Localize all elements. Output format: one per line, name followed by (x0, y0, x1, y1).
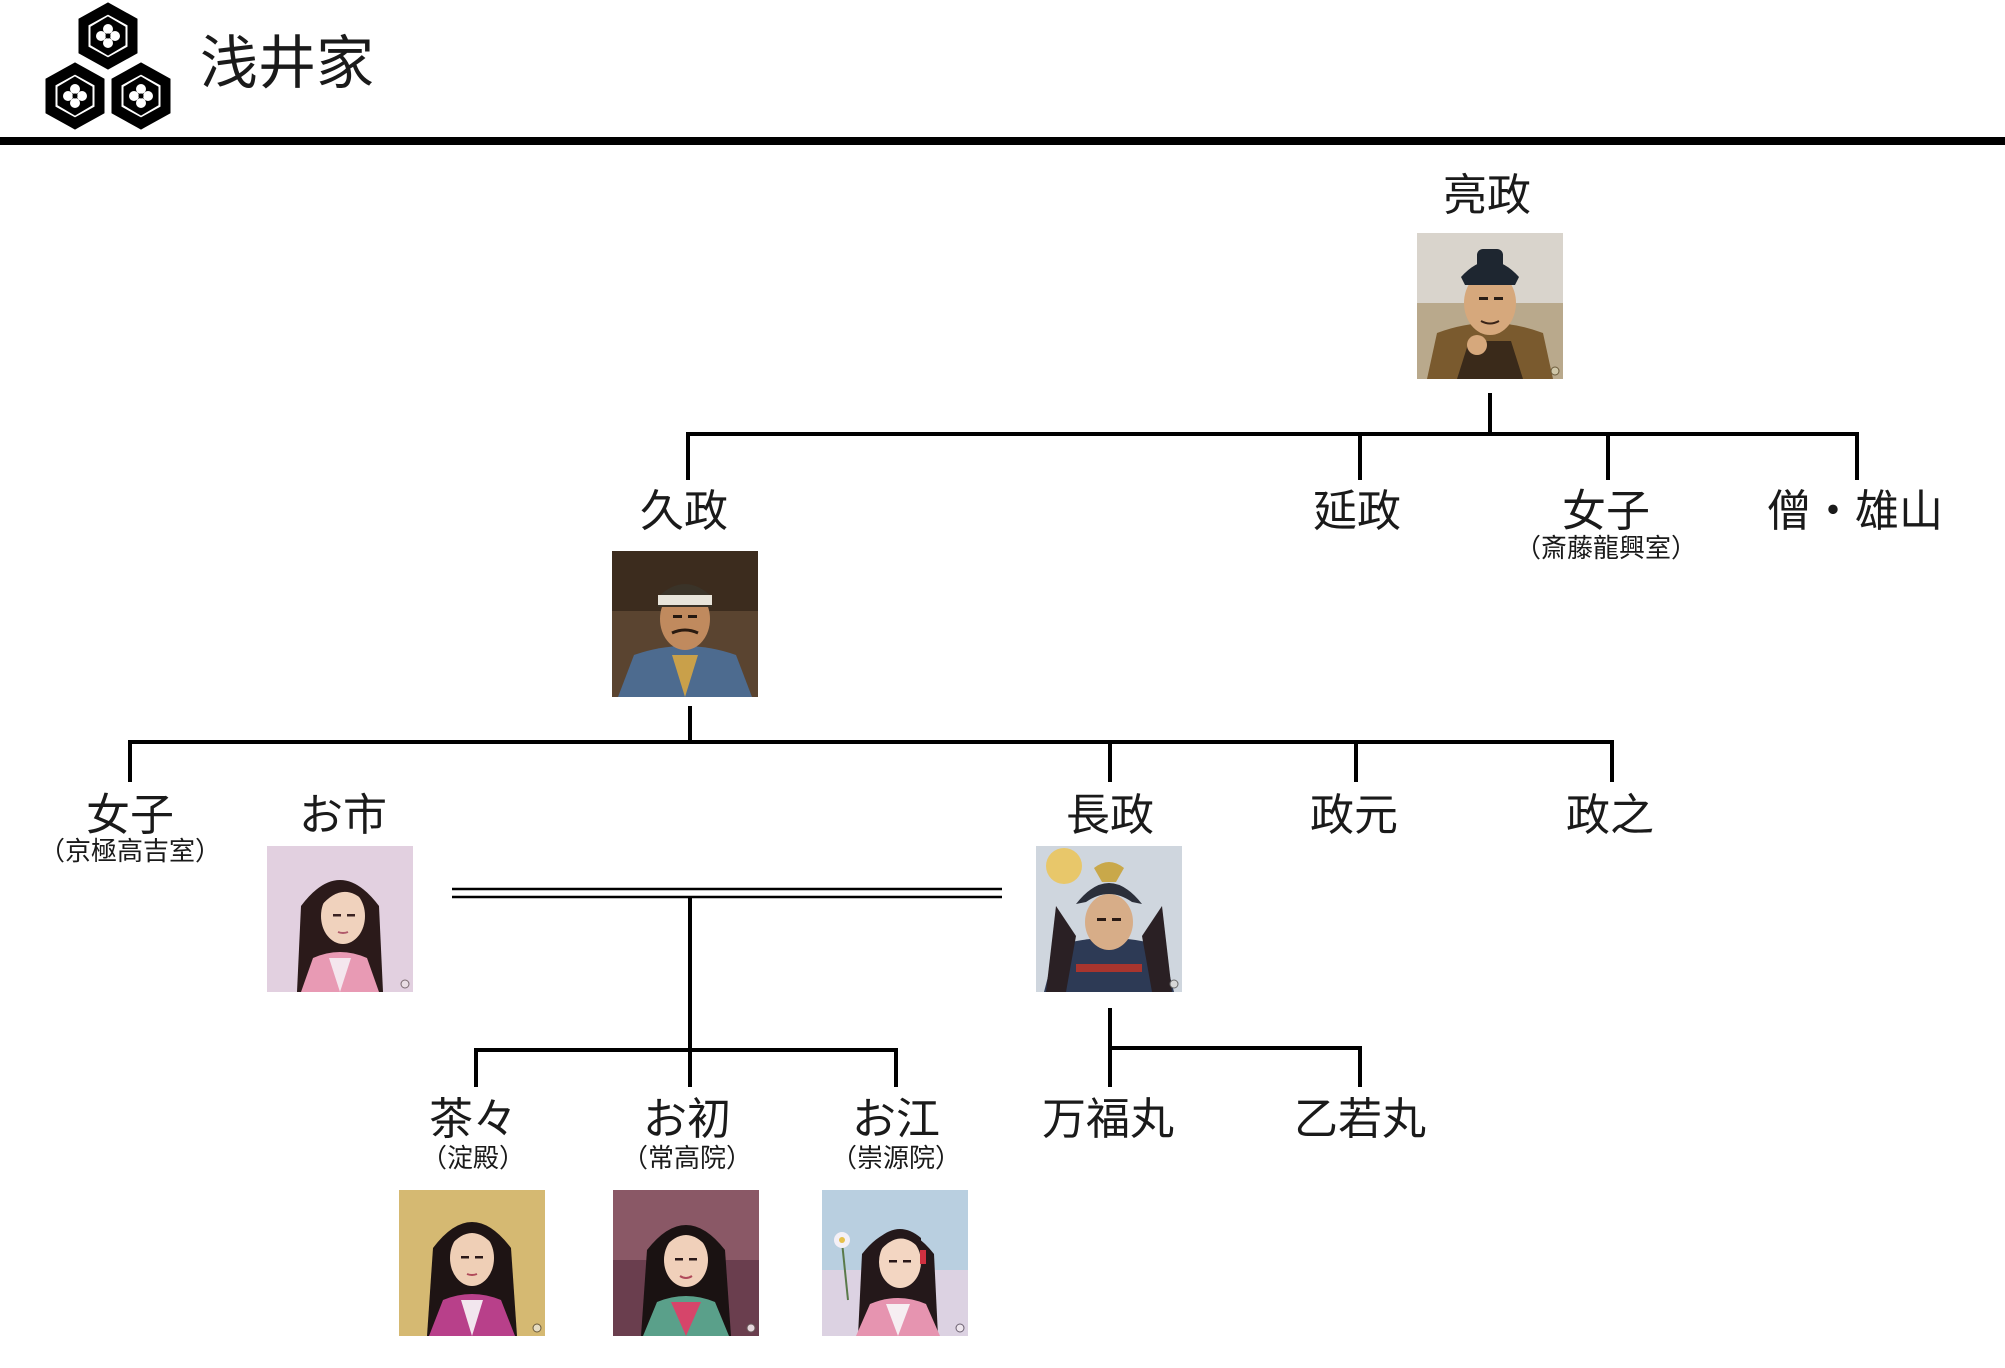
connector-nagamasa-sons (1108, 1008, 1362, 1087)
person-name-hisamasa: 久政 (640, 486, 728, 537)
person-name-chacha: 茶々 (429, 1094, 517, 1145)
connector-hisamasa-children (128, 706, 1614, 782)
person-name-masamoto: 政元 (1310, 790, 1398, 841)
person-name-ohatsu: お初 (643, 1094, 731, 1145)
connector-sukemasa-children (686, 393, 1859, 480)
portrait-hisamasa (612, 551, 758, 697)
connector-oichi-nagamasa-children (474, 898, 898, 1087)
person-name-oichi: お市 (299, 790, 387, 841)
person-name-manpukumaru: 万福丸 (1042, 1094, 1174, 1145)
person-name-daughter-b: 女子 (86, 790, 174, 841)
portrait-oichi (267, 846, 413, 992)
page-title: 浅井家 (200, 29, 375, 97)
person-name-ogo: お江 (852, 1094, 940, 1145)
person-note-ohatsu: （常高院） (621, 1144, 752, 1174)
portrait-ohatsu (613, 1190, 759, 1336)
header-divider (0, 137, 2005, 145)
person-name-sukemasa: 亮政 (1443, 170, 1531, 221)
portrait-chacha (399, 1190, 545, 1336)
person-note-chacha: （淀殿） (420, 1144, 525, 1174)
person-note-daughter-b: （京極高吉室） (38, 837, 221, 867)
family-crest-icon (45, 2, 171, 130)
person-name-nagamasa: 長政 (1066, 790, 1154, 841)
portrait-nagamasa (1036, 846, 1182, 992)
person-name-masayuki: 政之 (1566, 790, 1654, 841)
portrait-ogo (822, 1190, 968, 1336)
person-note-daughter-a: （斎藤龍興室） (1514, 534, 1697, 564)
person-note-ogo: （崇源院） (830, 1144, 961, 1174)
person-name-otowakamaru: 乙若丸 (1294, 1094, 1426, 1145)
person-name-yuzan: 僧・雄山 (1767, 486, 1943, 537)
person-name-daughter-a: 女子 (1562, 486, 1650, 537)
person-name-nobumasa: 延政 (1313, 486, 1401, 537)
portrait-sukemasa (1417, 233, 1563, 379)
